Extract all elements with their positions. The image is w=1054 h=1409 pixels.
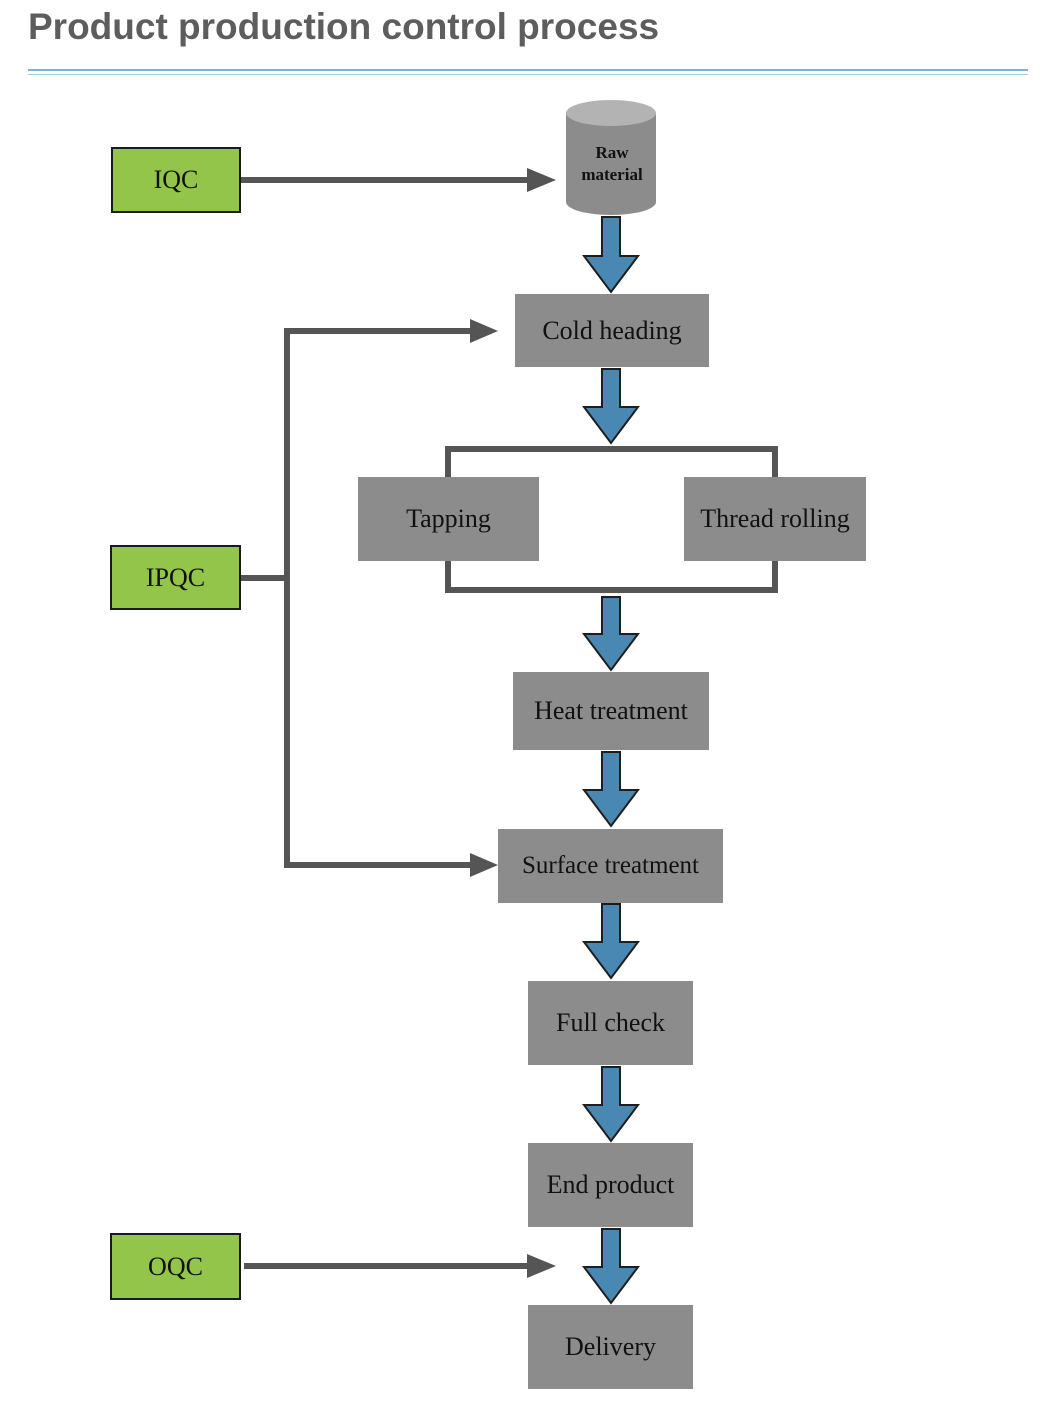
raw-material-label-line1: Raw [595, 143, 629, 162]
flow-arrow-cold-to-split [582, 368, 640, 445]
ipqc-arrowhead-top [470, 319, 498, 343]
iqc-arrowhead [527, 168, 556, 192]
flow-arrow-heat-to-surface [582, 751, 640, 828]
tapping-box: Tapping [358, 477, 539, 561]
flow-arrow-surface-to-check [582, 903, 640, 980]
title-divider-secondary [28, 74, 1028, 75]
oqc-arrowhead [527, 1254, 556, 1278]
iqc-box: IQC [111, 147, 241, 213]
thread-rolling-box: Thread rolling [684, 477, 866, 561]
end-product-box: End product [528, 1143, 693, 1227]
delivery-box: Delivery [528, 1305, 693, 1389]
title-divider [28, 69, 1028, 71]
raw-material-label-line2: material [581, 165, 643, 184]
flow-arrow-check-to-end [582, 1066, 640, 1143]
flow-arrow-raw-to-cold [582, 216, 640, 294]
surface-treatment-box: Surface treatment [498, 829, 723, 903]
split-bottom-bracket [445, 561, 778, 593]
ipqc-box: IPQC [110, 545, 241, 610]
oqc-box: OQC [110, 1233, 241, 1300]
cold-heading-box: Cold heading [515, 294, 709, 367]
raw-material-label: Raw material [566, 142, 658, 186]
heat-treatment-box: Heat treatment [513, 672, 709, 750]
split-top-bracket [445, 446, 778, 477]
raw-material-cylinder [566, 100, 656, 215]
full-check-box: Full check [528, 981, 693, 1065]
page-title: Product production control process [28, 6, 660, 47]
flow-arrow-split-to-heat [582, 596, 640, 672]
ipqc-arrowhead-bottom [470, 853, 498, 877]
flow-arrow-end-to-delivery [582, 1228, 640, 1305]
ipqc-bracket [284, 328, 470, 868]
